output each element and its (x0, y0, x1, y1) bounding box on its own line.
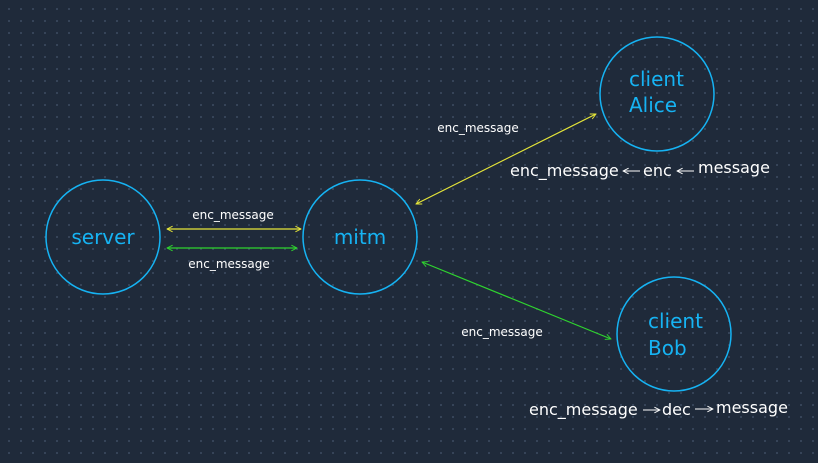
alice-circle (599, 36, 715, 152)
bob-flow-enc-message: enc_message (529, 400, 638, 420)
bob-label-line2: Bob (648, 336, 687, 360)
mitm-label: mitm (334, 225, 386, 249)
edge-label-mitm-bob: enc_message (461, 325, 543, 339)
edge-label-server-mitm-bottom: enc_message (188, 257, 270, 271)
bob-circle (616, 276, 732, 392)
bob-label-line1: client (648, 309, 703, 333)
mitm-circle (302, 179, 418, 295)
server-label: server (71, 225, 135, 249)
alice-flow-enc-message: enc_message (510, 161, 619, 181)
edge-label-server-mitm-top: enc_message (192, 208, 274, 222)
bob-flow: enc_message dec message (529, 398, 788, 420)
node-mitm: mitm (302, 179, 418, 295)
alice-flow-message: message (698, 158, 770, 177)
alice-label-line1: client (629, 67, 684, 91)
node-server: server (45, 179, 161, 295)
edge-mitm-bob-green (422, 262, 611, 339)
node-client-bob: client Bob (616, 276, 732, 392)
bob-flow-message: message (716, 398, 788, 417)
edge-mitm-alice-yellow (416, 113, 596, 205)
server-circle (45, 179, 161, 295)
alice-flow: enc_message enc message (510, 158, 770, 181)
alice-label-line2: Alice (629, 93, 677, 117)
bob-flow-dec: dec (662, 400, 691, 419)
alice-flow-enc: enc (643, 161, 672, 180)
node-client-alice: client Alice (599, 36, 715, 152)
edge-label-mitm-alice: enc_message (437, 121, 519, 135)
